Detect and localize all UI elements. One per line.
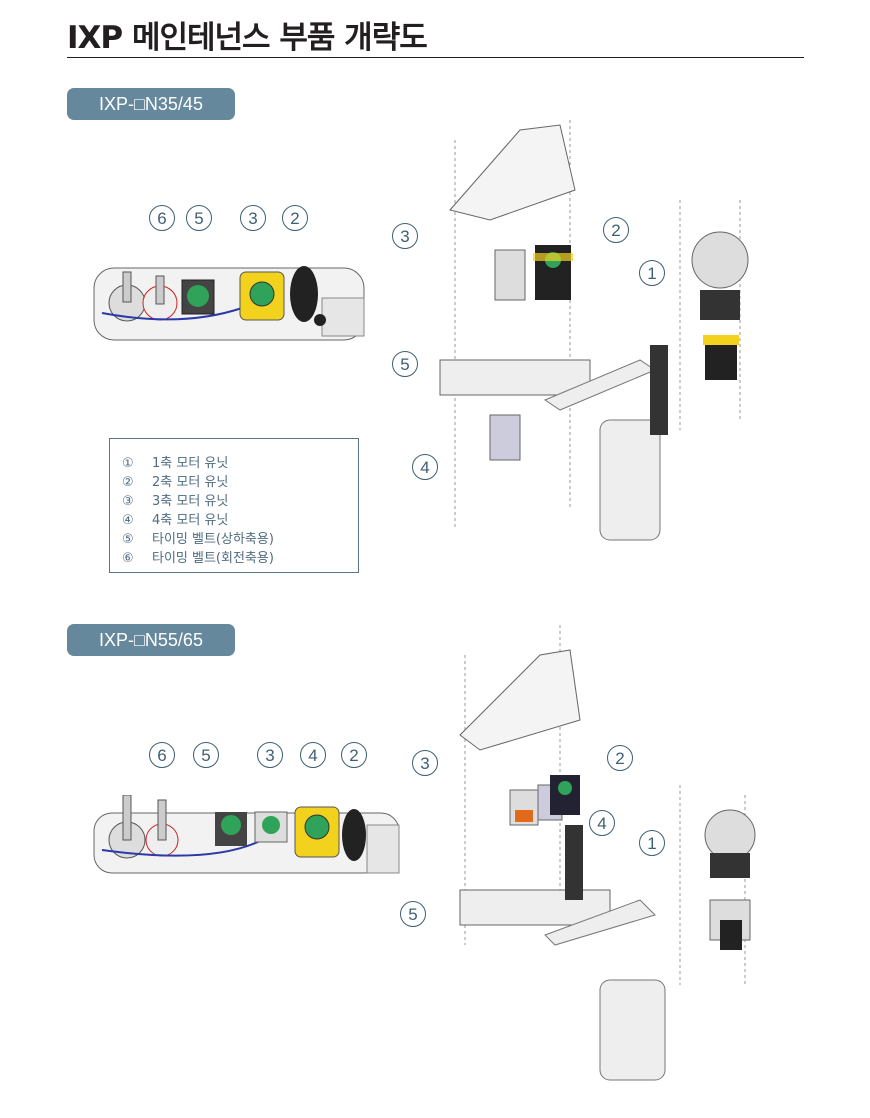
exploded-view-diagram-n55 (459, 625, 756, 1081)
page-title: IXP 메인테넌스 부품 개략도 (67, 20, 428, 56)
callout-2: 2 (603, 217, 629, 243)
exploded-view-diagram-n35 (439, 120, 749, 541)
top-view-diagram-n55 (93, 795, 400, 874)
callout-6: 6 (149, 742, 175, 768)
model-badge-n35-45: IXP-□N35/45 (67, 88, 235, 120)
callout-5: 5 (186, 205, 212, 231)
callout-5: 5 (193, 742, 219, 768)
title-divider (67, 57, 804, 58)
callout-1: 1 (639, 830, 665, 856)
callout-5: 5 (400, 901, 426, 927)
callout-4: 4 (589, 810, 615, 836)
callout-4: 4 (412, 454, 438, 480)
callout-2: 2 (607, 745, 633, 771)
callout-4: 4 (300, 742, 326, 768)
callout-2: 2 (282, 205, 308, 231)
top-view-diagram-n35 (93, 266, 365, 341)
callout-3: 3 (240, 205, 266, 231)
callout-5: 5 (392, 351, 418, 377)
callout-1: 1 (639, 260, 665, 286)
callout-2: 2 (341, 742, 367, 768)
model-badge-n55-65: IXP-□N55/65 (67, 624, 235, 656)
callout-3: 3 (257, 742, 283, 768)
callout-3: 3 (392, 223, 418, 249)
callout-3: 3 (412, 750, 438, 776)
callout-6: 6 (149, 205, 175, 231)
